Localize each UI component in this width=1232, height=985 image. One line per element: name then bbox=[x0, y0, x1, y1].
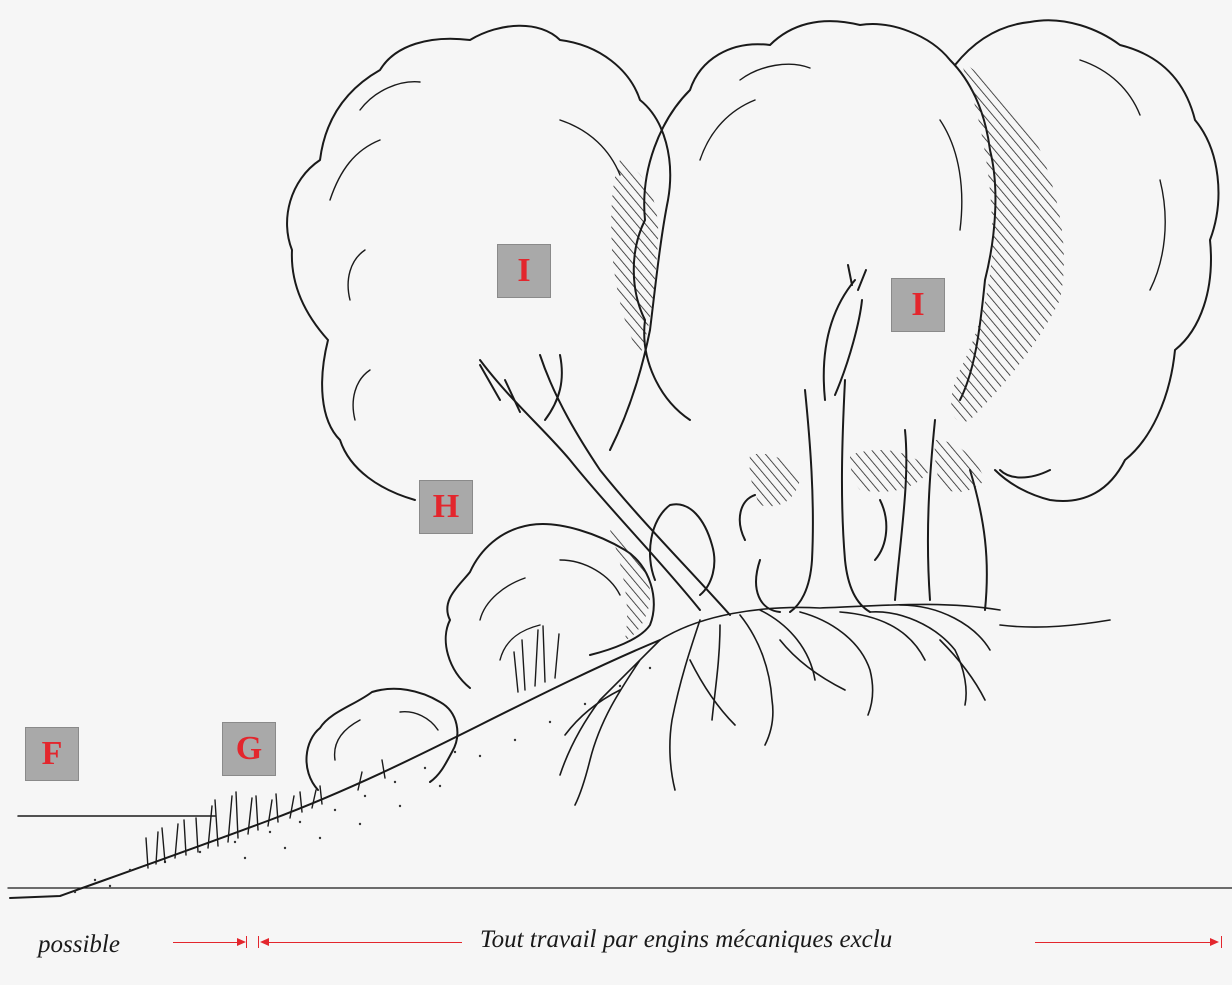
shrub-g bbox=[306, 689, 457, 790]
tree-canopy-right-shade bbox=[951, 60, 1064, 422]
background-shrub bbox=[650, 504, 714, 595]
tree-canopy-left bbox=[287, 26, 670, 500]
tree-canopy-left-inner bbox=[330, 82, 620, 420]
zone-label-h: H bbox=[419, 480, 473, 534]
tree-canopy-right bbox=[634, 21, 996, 420]
root-system bbox=[560, 604, 1110, 805]
trunk-shade bbox=[749, 440, 985, 506]
zone-label-g: G bbox=[222, 722, 276, 776]
reed-grass bbox=[146, 626, 559, 868]
caption-mechanical-work-excluded: Tout travail par engins mécaniques exclu bbox=[480, 926, 892, 954]
zone-label-i-left: I bbox=[497, 244, 551, 298]
right-tree-trunk bbox=[790, 380, 870, 612]
leaning-trunk-branch bbox=[480, 355, 562, 420]
zone-label-i-right: I bbox=[891, 278, 945, 332]
zone-label-f: F bbox=[25, 727, 79, 781]
tree-canopy-right-inner bbox=[700, 60, 1165, 290]
far-right-trunk bbox=[895, 420, 1050, 610]
caption-possible: possible bbox=[38, 931, 120, 959]
shrub-h-inner bbox=[480, 560, 620, 660]
